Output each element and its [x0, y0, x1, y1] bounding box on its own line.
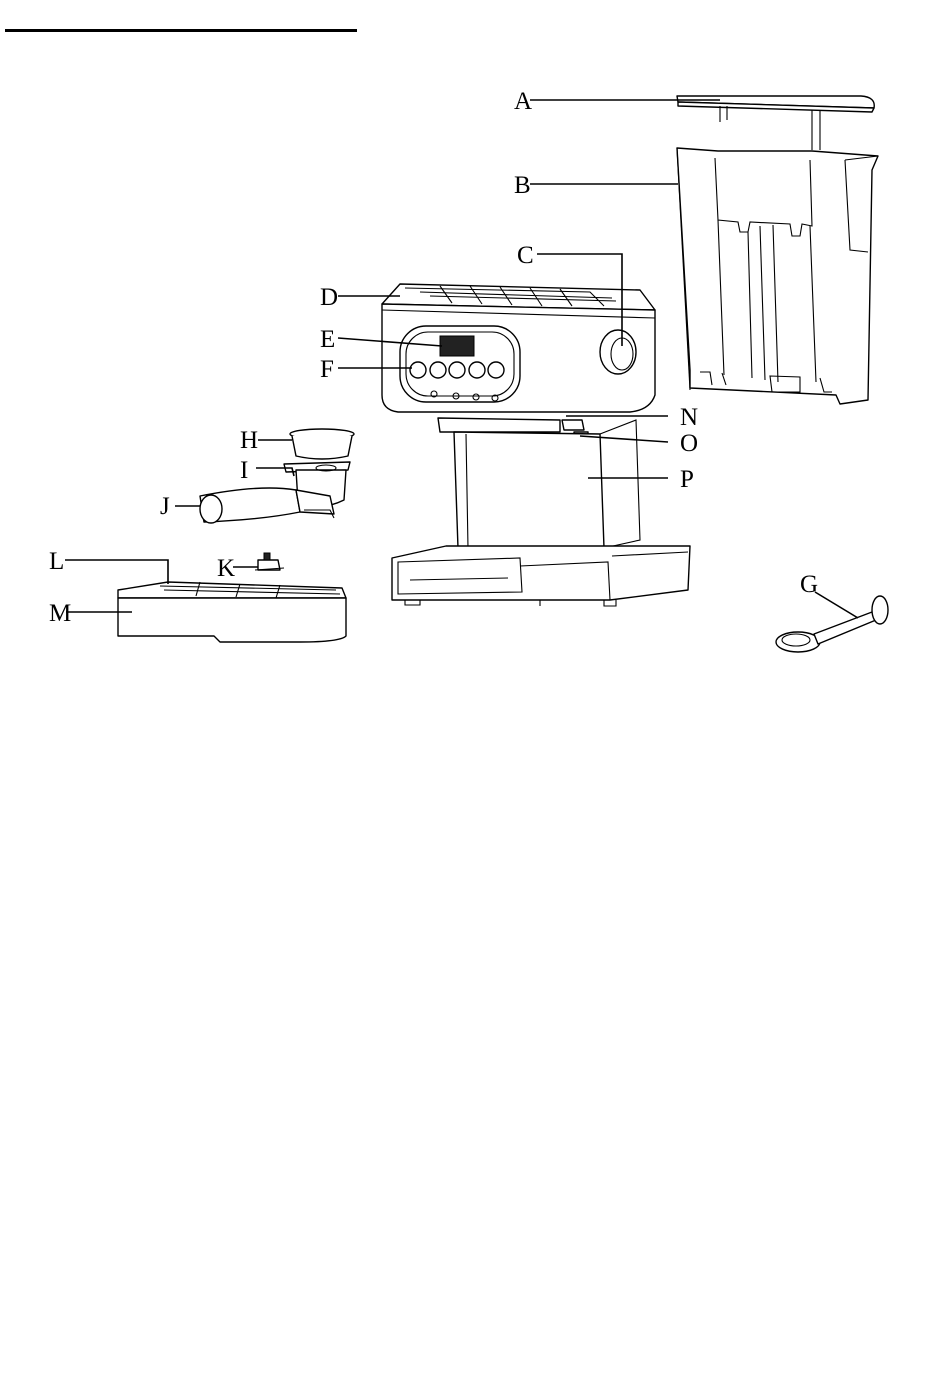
- drip-tray-drawing: [118, 582, 346, 642]
- label-h: H: [240, 427, 258, 454]
- label-k: K: [217, 555, 235, 582]
- coffee-spout-drawing: [255, 553, 284, 570]
- tamper-spoon-drawing: [776, 596, 888, 652]
- label-e: E: [320, 326, 335, 353]
- label-i: I: [240, 457, 248, 484]
- label-c: C: [517, 242, 534, 269]
- label-l: L: [49, 548, 64, 575]
- label-j: J: [160, 493, 170, 520]
- label-m: M: [49, 600, 71, 627]
- label-d: D: [320, 284, 338, 311]
- filter-basket-drawing: [290, 429, 354, 459]
- label-a: A: [514, 88, 532, 115]
- machine-body-drawing: [382, 284, 690, 606]
- label-p: P: [680, 466, 694, 493]
- exploded-parts-diagram: A B C D E F H I J L K M N O P G: [0, 0, 950, 700]
- water-tank-drawing: [677, 148, 878, 404]
- label-g: G: [800, 571, 818, 598]
- portafilter-handle-drawing: [200, 488, 334, 523]
- label-b: B: [514, 172, 531, 199]
- label-f: F: [320, 356, 334, 383]
- label-o: O: [680, 430, 698, 457]
- label-n: N: [680, 404, 698, 431]
- water-tank-lid-drawing: [677, 96, 874, 150]
